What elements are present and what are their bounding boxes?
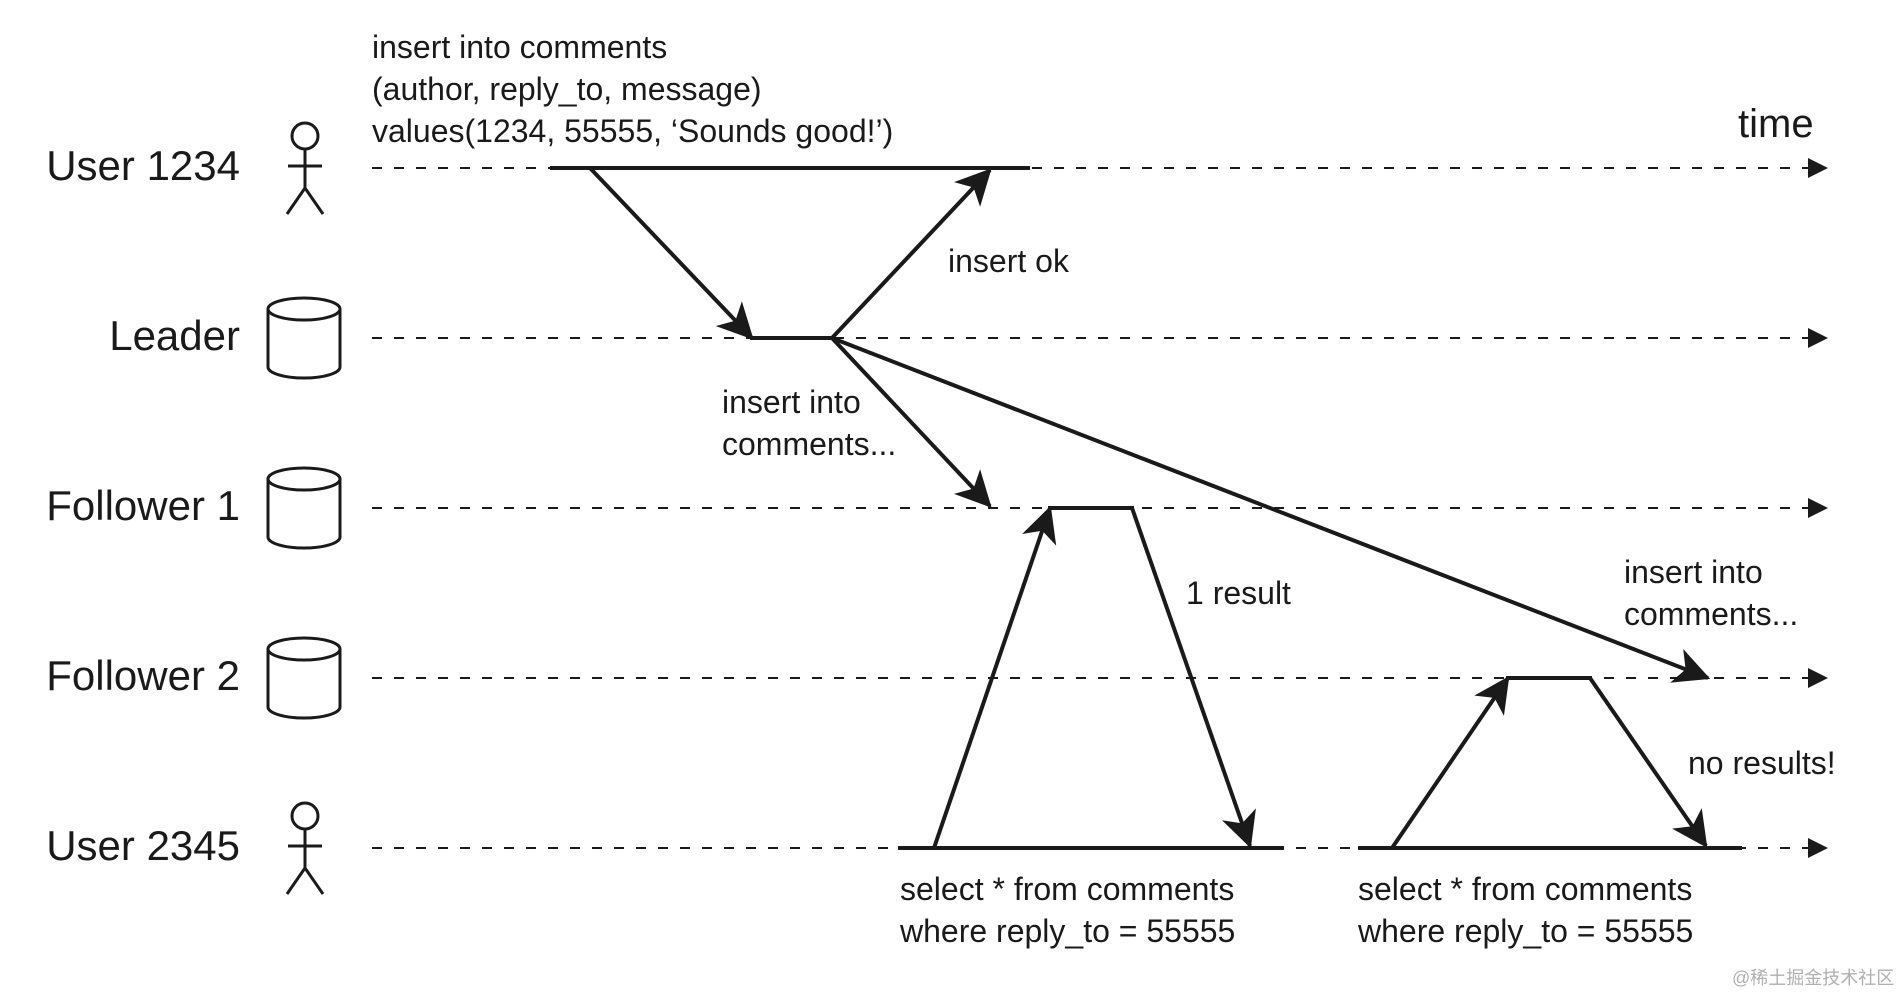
- select-2-line: where reply_to = 55555: [1358, 913, 1694, 949]
- arrow-one-result: [1130, 507, 1256, 849]
- arrow-select-2-to-follower-2: [1390, 676, 1510, 850]
- lane-label-follower-2: Follower 2: [46, 652, 240, 699]
- timeline-arrow-user-2345: [1808, 838, 1828, 858]
- database-cylinder-icon: [266, 466, 342, 550]
- select-query-1-label: select * from comments where reply_to = …: [900, 868, 1235, 952]
- arrow-no-results: [1588, 676, 1708, 848]
- no-results-label: no results!: [1688, 745, 1836, 781]
- timeline-arrow-leader: [1808, 328, 1828, 348]
- arrow-select-1-to-follower-1: [932, 505, 1057, 849]
- insert-query-label: insert into comments (author, reply_to, …: [372, 26, 893, 152]
- select-query-2-label: select * from comments where reply_to = …: [1358, 868, 1693, 952]
- arrow-replicate-follower-2: [831, 336, 1711, 683]
- message-arrows: [588, 166, 1711, 850]
- replicate-f2-line: comments...: [1624, 596, 1799, 632]
- insert-ok-label: insert ok: [948, 243, 1069, 279]
- time-axis-label: time: [1738, 102, 1814, 146]
- watermark: @稀土掘金技术社区: [1732, 968, 1895, 988]
- lane-label-leader: Leader: [109, 312, 240, 359]
- arrow-replicate-follower-1: [830, 336, 992, 508]
- insert-query-line: values(1234, 55555, ‘Sounds good!’): [372, 113, 894, 149]
- select-2-line: select * from comments: [1358, 871, 1693, 907]
- replicate-f1-line: insert into: [722, 384, 861, 420]
- timeline-arrow-user-1234: [1808, 158, 1828, 178]
- stick-figure-icon: [285, 801, 325, 895]
- select-1-line: where reply_to = 55555: [900, 913, 1236, 949]
- arrow-insert-ok: [830, 168, 992, 340]
- activity-segments: [550, 166, 1742, 850]
- stick-figure-icon: [285, 121, 325, 215]
- lane-label-follower-1: Follower 1: [46, 482, 240, 529]
- one-result-label: 1 result: [1186, 575, 1291, 611]
- insert-query-line: (author, reply_to, message): [372, 71, 762, 107]
- select-1-line: select * from comments: [900, 871, 1235, 907]
- lane-label-user-2345: User 2345: [46, 822, 240, 869]
- insert-query-line: insert into comments: [372, 29, 668, 65]
- lane-label-user-1234: User 1234: [46, 142, 240, 189]
- database-cylinder-icon: [266, 296, 342, 380]
- timeline-arrow-follower-1: [1808, 498, 1828, 518]
- database-cylinder-icon: [266, 636, 342, 720]
- arrow-insert-to-leader: [588, 166, 754, 340]
- replicate-f1-line: comments...: [722, 426, 897, 462]
- timeline-arrow-follower-2: [1808, 668, 1828, 688]
- replicate-follower-2-label: insert into comments...: [1624, 551, 1798, 635]
- replicate-f2-line: insert into: [1624, 554, 1763, 590]
- timeline-arrowheads: [1808, 158, 1828, 858]
- replicate-follower-1-label: insert into comments...: [722, 381, 896, 465]
